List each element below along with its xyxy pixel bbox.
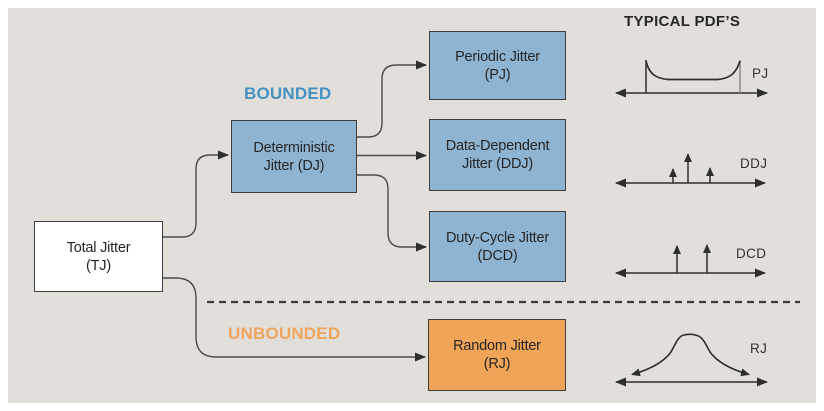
node-random-jitter: Random Jitter (RJ) bbox=[428, 319, 566, 391]
node-deterministic-jitter: Deterministic Jitter (DJ) bbox=[231, 120, 357, 193]
connector-dj-to-pj bbox=[357, 60, 427, 138]
node-deterministic-jitter-line2: Jitter (DJ) bbox=[263, 157, 325, 174]
node-deterministic-jitter-line1: Deterministic bbox=[253, 139, 335, 156]
unbounded-group-label: UNBOUNDED bbox=[228, 324, 341, 343]
node-data-dependent-jitter-line2: Jitter (DDJ) bbox=[462, 156, 533, 172]
pj-pdf-label: PJ bbox=[752, 66, 769, 81]
connector-dj-to-dcd bbox=[357, 174, 427, 252]
rj-pdf-label: RJ bbox=[750, 341, 768, 356]
node-random-jitter-line1: Random Jitter bbox=[453, 338, 541, 354]
bounded-group-label: BOUNDED bbox=[244, 84, 332, 103]
node-total-jitter-line2: (TJ) bbox=[86, 257, 111, 274]
ddj-pdf-sketch bbox=[615, 153, 766, 188]
pj-bathtub-curve bbox=[645, 60, 741, 81]
typical-pdfs-heading: TYPICAL PDF’S bbox=[624, 13, 741, 30]
node-random-jitter-line2: (RJ) bbox=[483, 356, 511, 372]
node-periodic-jitter-line2: (PJ) bbox=[484, 66, 511, 83]
connector-tj-to-dj bbox=[163, 150, 229, 238]
node-duty-cycle-jitter-line2: (DCD) bbox=[477, 247, 518, 264]
node-duty-cycle-jitter-line1: Duty-Cycle Jitter bbox=[446, 229, 549, 246]
ddj-pdf-label: DDJ bbox=[740, 156, 768, 171]
node-total-jitter-line1: Total Jitter bbox=[66, 239, 131, 256]
node-periodic-jitter: Periodic Jitter (PJ) bbox=[429, 31, 566, 100]
pj-pdf-sketch bbox=[615, 60, 768, 98]
node-data-dependent-jitter: Data-Dependent Jitter (DDJ) bbox=[429, 119, 566, 191]
node-data-dependent-jitter-line1: Data-Dependent bbox=[445, 138, 550, 154]
node-periodic-jitter-line1: Periodic Jitter bbox=[455, 48, 540, 65]
rj-gaussian-curve bbox=[631, 333, 750, 377]
dcd-pdf-label: DCD bbox=[736, 246, 767, 261]
node-total-jitter: Total Jitter (TJ) bbox=[34, 221, 163, 292]
connector-tj-to-rj bbox=[163, 277, 426, 362]
dcd-pdf-sketch bbox=[615, 244, 766, 278]
node-duty-cycle-jitter: Duty-Cycle Jitter (DCD) bbox=[429, 211, 566, 282]
rj-pdf-sketch bbox=[615, 333, 768, 387]
